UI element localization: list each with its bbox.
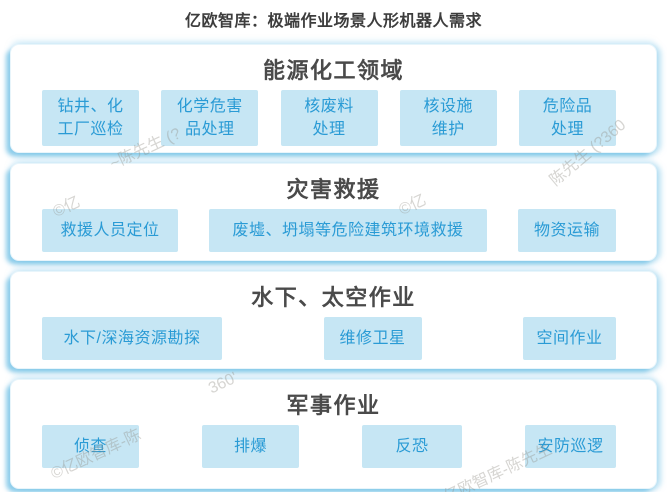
demand-item-nuclear-waste-handling: 核废料 处理 <box>280 90 378 146</box>
page-title: 亿欧智库：极端作业场景人形机器人需求 <box>184 13 482 30</box>
demand-item-drilling-plant-inspection: 钻井、化 工厂巡检 <box>42 90 139 146</box>
section-header-military: 军事作业 <box>286 393 381 418</box>
demand-item-reconnaissance: 侦查 <box>42 425 139 468</box>
section-military: 军事作业 侦查 排爆 反恐 安防巡逻 <box>10 379 657 489</box>
section-header-disaster-rescue: 灾害救援 <box>286 177 381 202</box>
demand-item-security-patrol: 安防巡逻 <box>525 425 616 468</box>
demand-item-deep-sea-exploration: 水下/深海资源勘探 <box>42 317 222 360</box>
demand-item-nuclear-facility-maintenance: 核设施 维护 <box>399 90 497 146</box>
items-row: 钻井、化 工厂巡检 化学危害 品处理 核废料 处理 核设施 维护 危险品 处理 <box>11 90 656 146</box>
demand-item-space-operations: 空间作业 <box>523 317 616 360</box>
demand-item-counter-terrorism: 反恐 <box>362 425 462 468</box>
demand-item-dangerous-goods-handling: 危险品 处理 <box>519 90 616 146</box>
demand-item-rescuer-positioning: 救援人员定位 <box>42 209 178 252</box>
section-underwater-space: 水下、太空作业 水下/深海资源勘探 维修卫星 空间作业 <box>10 271 657 369</box>
demand-item-material-transport: 物资运输 <box>518 209 616 252</box>
items-row: 水下/深海资源勘探 维修卫星 空间作业 <box>11 317 656 360</box>
section-disaster-rescue: 灾害救援 救援人员定位 废墟、坍塌等危险建筑环境救援 物资运输 <box>10 163 657 261</box>
demand-item-ruins-collapse-rescue: 废墟、坍塌等危险建筑环境救援 <box>209 209 487 252</box>
items-row: 侦查 排爆 反恐 安防巡逻 <box>11 425 656 468</box>
demand-item-satellite-repair: 维修卫星 <box>323 317 422 360</box>
items-row: 救援人员定位 废墟、坍塌等危险建筑环境救援 物资运输 <box>11 209 656 252</box>
section-header-underwater-space: 水下、太空作业 <box>251 285 416 310</box>
section-header-energy-chemical: 能源化工领域 <box>262 58 404 83</box>
demand-item-bomb-disposal: 排爆 <box>202 425 299 468</box>
section-energy-chemical: 能源化工领域 钻井、化 工厂巡检 化学危害 品处理 核废料 处理 核设施 维护 … <box>10 44 657 153</box>
demand-item-chemical-hazard-handling: 化学危害 品处理 <box>161 90 259 146</box>
